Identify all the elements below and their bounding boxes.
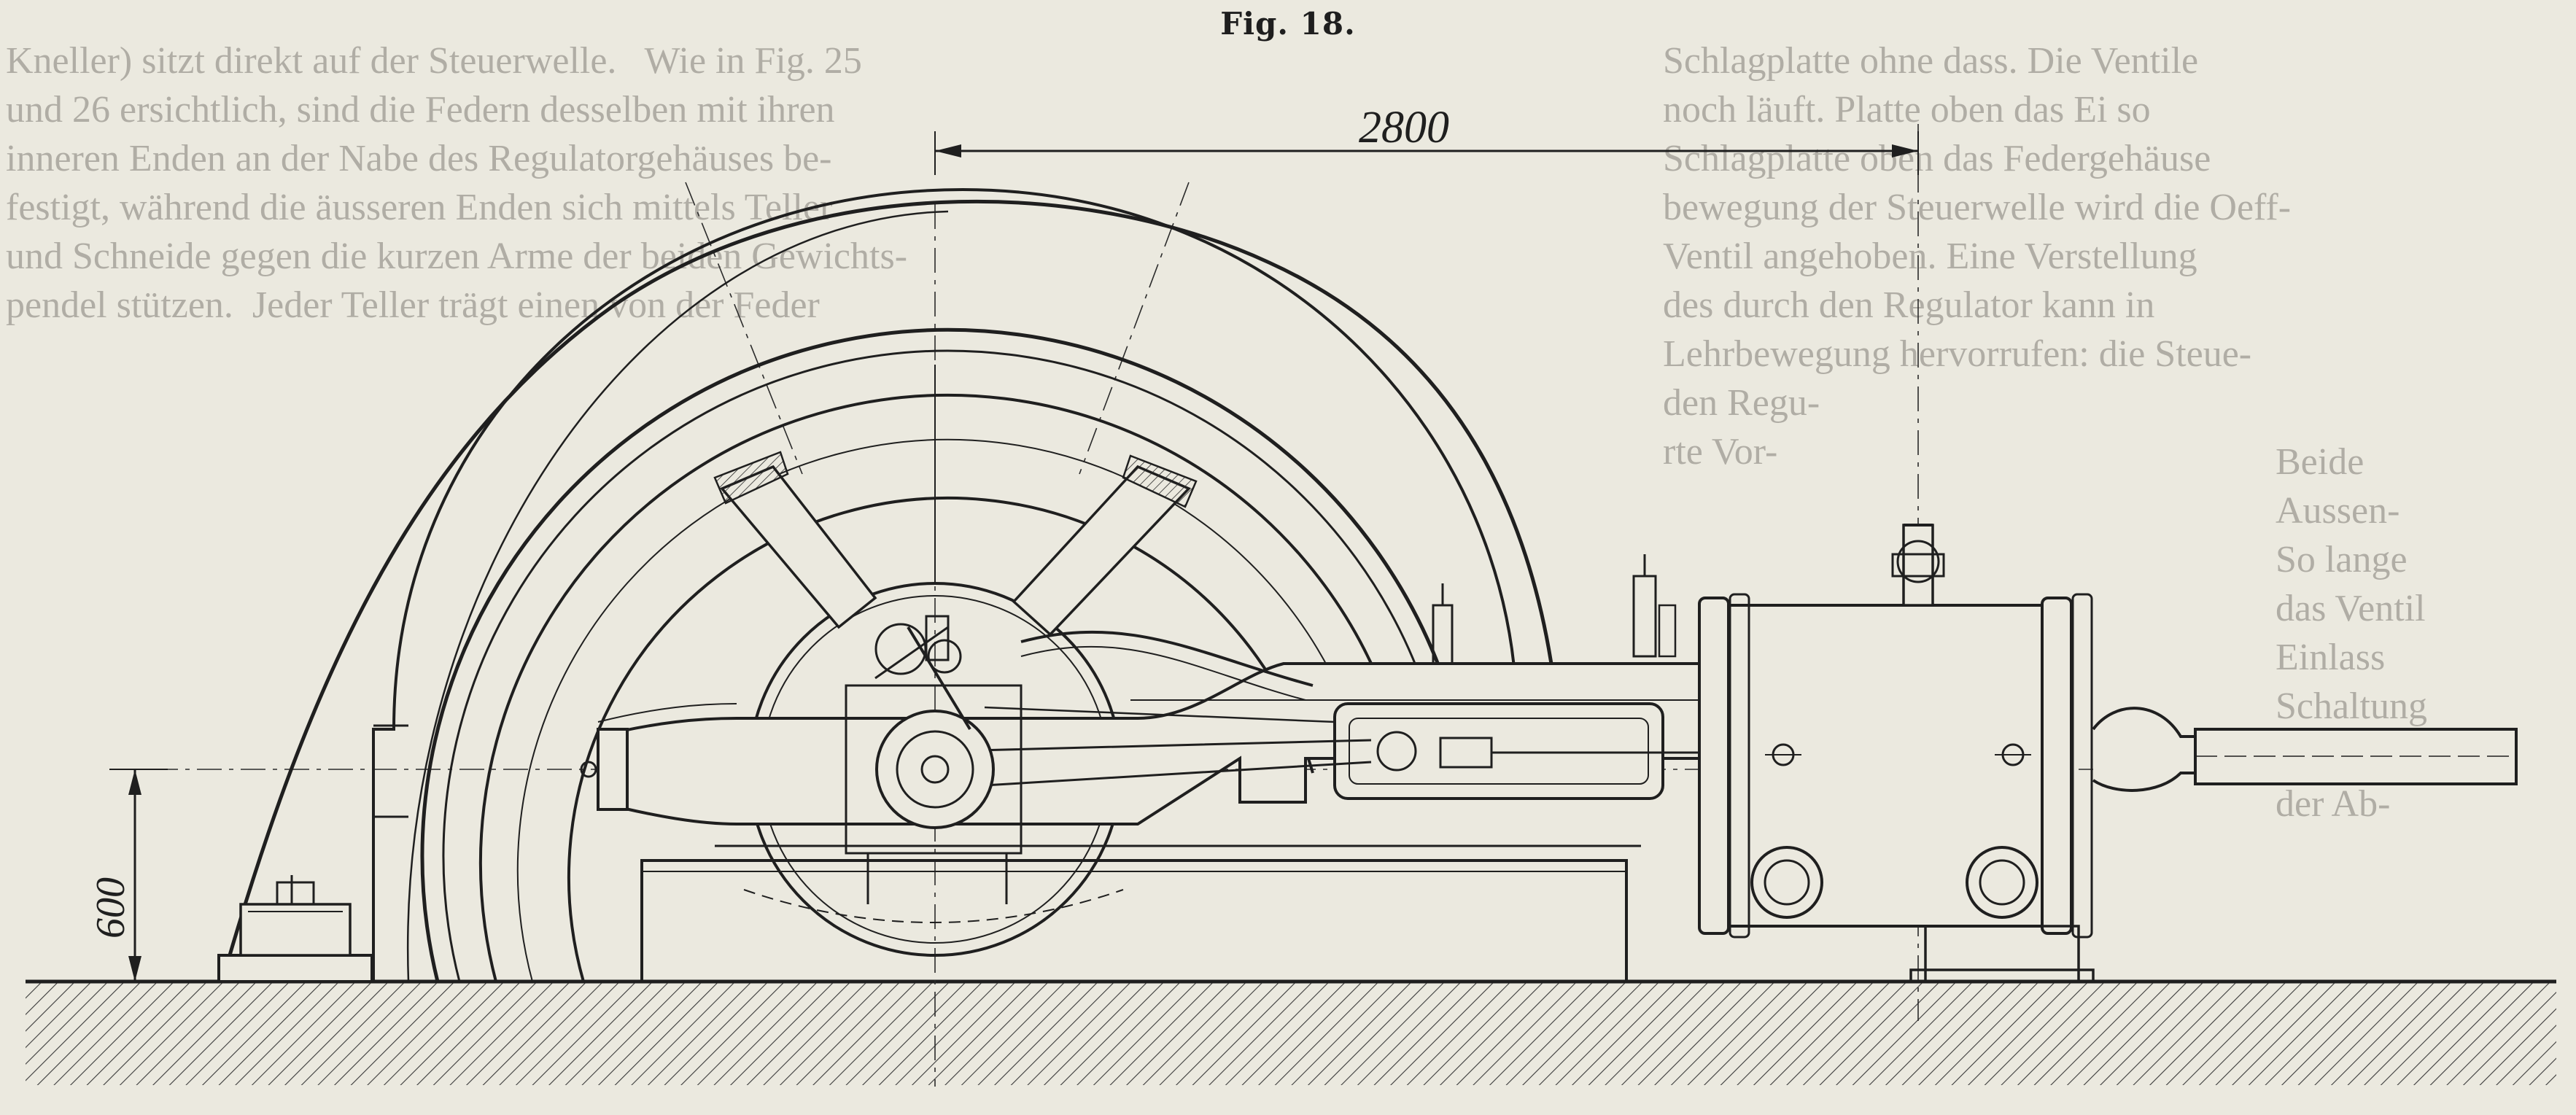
show-through-text-left: Kneller) sitzt direkt auf der Steuerwell… — [6, 40, 908, 326]
steam-valve — [1891, 524, 1945, 607]
governor — [874, 615, 1335, 731]
dimension-2800-label: 2800 — [1359, 103, 1449, 152]
valve-chests — [1750, 846, 2095, 983]
connecting-rod — [947, 739, 1372, 789]
show-through-text-right: Schlagplatte ohne dass. Die Ventile noch… — [1663, 40, 2292, 473]
dimension-2800: 2800 — [934, 103, 1919, 175]
flywheel-guard — [225, 187, 1556, 982]
outboard-bearing-base — [217, 875, 373, 983]
flywheel — [420, 327, 1461, 982]
centre-lines — [109, 124, 2480, 1087]
crank-assembly — [845, 684, 1023, 904]
outer-bearing — [580, 728, 629, 811]
figure-caption: Fig. 18. — [1220, 6, 1356, 42]
ground-hatching — [26, 979, 2556, 1085]
lubricators — [1432, 554, 1677, 665]
foundation — [640, 844, 1641, 982]
crosshead-guide — [1333, 702, 1699, 800]
dimension-600-label: 600 — [88, 877, 133, 939]
dimension-600: 600 — [88, 769, 168, 982]
tail-rod — [2092, 707, 2518, 792]
